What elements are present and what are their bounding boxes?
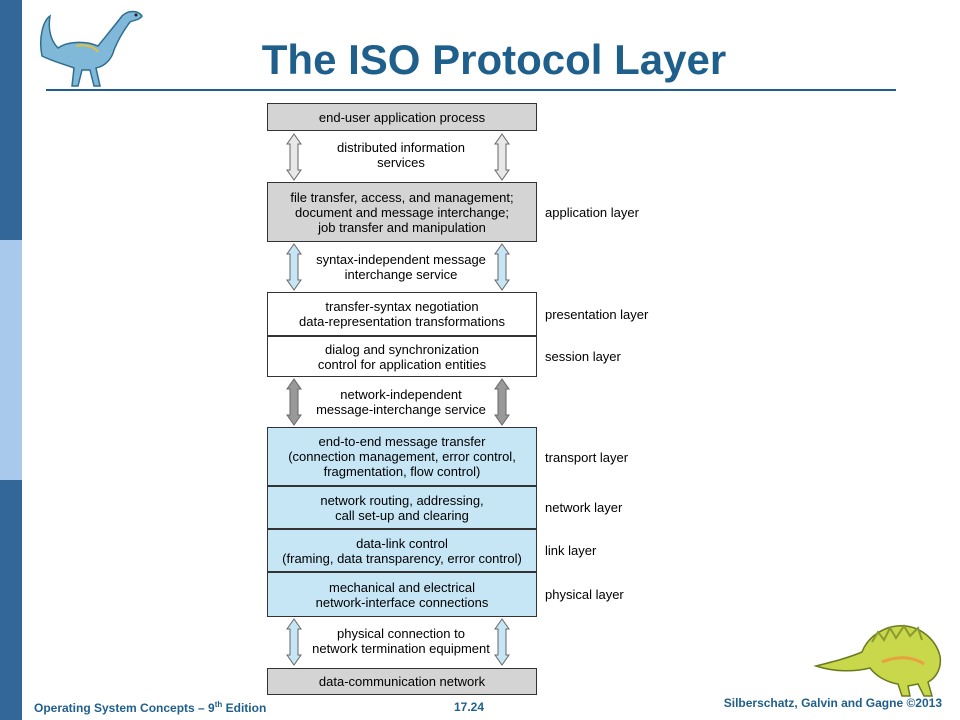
left-stripe-top: [0, 0, 22, 240]
page-title: The ISO Protocol Layer: [261, 36, 727, 83]
footer-authors: Silberschatz, Galvin and Gagne ©2013: [723, 696, 942, 710]
label-transport-layer: transport layer: [545, 450, 629, 465]
box-transport-functions: end-to-end message transfer (connection …: [267, 427, 537, 486]
box-session-functions: dialog and synchronization control for a…: [267, 336, 537, 377]
arrow-pair-network-independent: [286, 378, 510, 426]
label-session-layer: session layer: [545, 349, 621, 364]
box-end-user-process: end-user application process: [267, 103, 537, 131]
dinosaur-icon: [813, 624, 942, 697]
left-stripe-middle: [0, 240, 22, 480]
label-application-layer: application layer: [545, 205, 639, 220]
label-syntax-independent: syntax-independent message interchange s…: [316, 252, 486, 282]
title-underline: [46, 89, 896, 91]
box-link-functions: data-link control (framing, data transpa…: [267, 529, 537, 572]
arrow-pair-syntax: [286, 243, 510, 291]
box-data-communication-network: data-communication network: [267, 668, 537, 695]
arrows-layer: [286, 133, 510, 666]
dinosaur-icon: [39, 10, 143, 87]
label-link-layer: link layer: [545, 543, 597, 558]
iso-diagram: end-user application process distributed…: [260, 98, 660, 698]
left-stripe-bottom: [0, 480, 22, 720]
box-application-functions: file transfer, access, and management; d…: [267, 182, 537, 242]
box-presentation-functions: transfer-syntax negotiation data-represe…: [267, 292, 537, 336]
label-physical-layer: physical layer: [545, 587, 624, 602]
arrow-pair-distributed: [286, 133, 510, 181]
label-presentation-layer: presentation layer: [545, 307, 649, 322]
label-network-layer: network layer: [545, 500, 623, 515]
footer-page-number: 17.24: [454, 700, 485, 714]
label-network-independent: network-independent message-interchange …: [316, 387, 486, 417]
footer-book-title: Operating System Concepts – 9th Edition: [34, 700, 267, 715]
label-distributed-services: distributed information services: [337, 140, 465, 170]
arrow-pair-physical-connection: [286, 618, 510, 666]
box-network-functions: network routing, addressing, call set-up…: [267, 486, 537, 529]
label-physical-connection: physical connection to network terminati…: [312, 626, 490, 656]
box-physical-functions: mechanical and electrical network-interf…: [267, 572, 537, 617]
